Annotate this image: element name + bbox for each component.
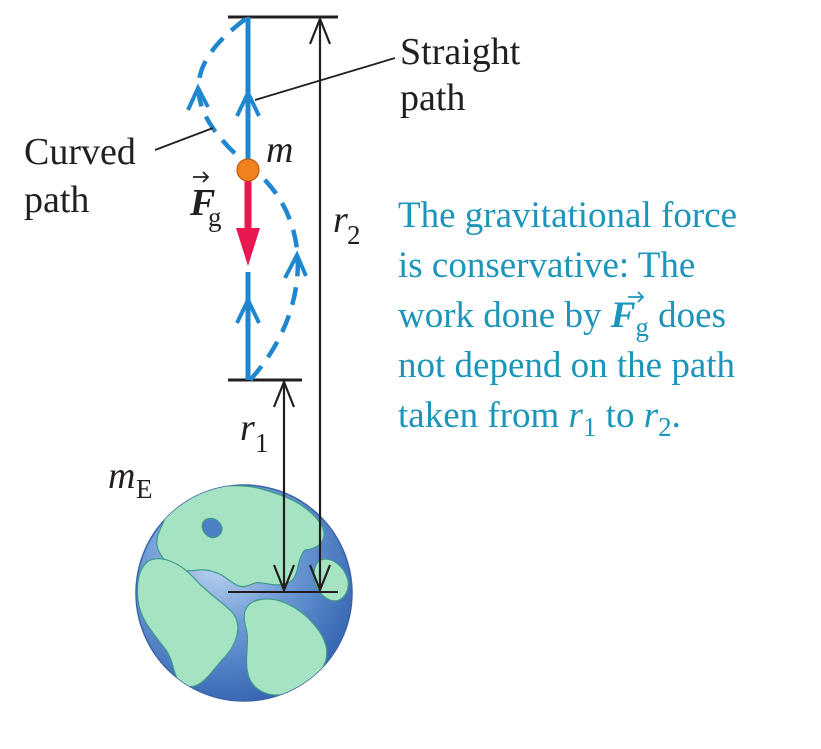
caption-line3-b: does xyxy=(649,295,726,336)
caption-r1-subscript: 1 xyxy=(583,412,597,442)
caption-line3-a: work done by xyxy=(398,295,611,336)
r1-label: r 1 xyxy=(240,407,269,458)
mass-label: m xyxy=(266,129,293,171)
caption-line2: is conservative: The xyxy=(398,245,695,286)
gravity-force-arrow xyxy=(236,180,260,266)
curved-path-chevron-upper xyxy=(186,83,210,111)
caption-force-symbol: F xyxy=(610,295,636,336)
caption-line5-mid: to xyxy=(596,395,643,436)
curved-path-chevron-lower xyxy=(283,250,308,279)
caption-force-vector-mark xyxy=(628,291,645,303)
r1-dimension-arrow xyxy=(272,379,296,593)
curved-label-line1: Curved xyxy=(24,131,136,173)
force-subscript: g xyxy=(208,202,222,232)
force-vector-mark xyxy=(193,171,210,183)
caption-line5: taken from r1 to r2. xyxy=(398,395,681,442)
curved-path-leader xyxy=(154,127,214,151)
caption-line4: not depend on the path xyxy=(398,345,736,386)
force-label: F g xyxy=(189,171,222,232)
curved-label-line2: path xyxy=(24,179,89,221)
straight-path-chevron-upper xyxy=(235,88,261,117)
caption-line3: work done by Fg does xyxy=(398,295,726,342)
caption-line1: The gravitational force xyxy=(398,195,737,236)
earth-mass-label: m E xyxy=(108,455,153,504)
caption-force-subscript: g xyxy=(635,312,649,342)
caption: The gravitational force is conservative:… xyxy=(398,195,737,442)
caption-r2-symbol: r xyxy=(644,395,659,436)
straight-path-leader xyxy=(254,57,396,101)
caption-line5-end: . xyxy=(672,395,681,436)
earth-mass-subscript: E xyxy=(136,474,153,504)
caption-r1-symbol: r xyxy=(569,395,584,436)
force-symbol: F xyxy=(189,182,215,224)
earth-mass-symbol: m xyxy=(108,455,135,497)
r2-subscript: 2 xyxy=(347,220,361,250)
r2-label: r 2 xyxy=(333,199,361,250)
straight-label-line2: path xyxy=(400,77,465,119)
r2-dimension-arrow xyxy=(308,16,332,593)
r2-symbol: r xyxy=(333,199,348,241)
caption-line5-a: taken from xyxy=(398,395,569,436)
r1-subscript: 1 xyxy=(255,428,269,458)
r1-symbol: r xyxy=(240,407,255,449)
orange-particle-icon xyxy=(236,158,260,182)
caption-r2-subscript: 2 xyxy=(658,412,672,442)
curved-path xyxy=(196,15,301,382)
straight-label-line1: Straight xyxy=(400,31,521,73)
straight-path-chevron-lower xyxy=(235,295,261,324)
